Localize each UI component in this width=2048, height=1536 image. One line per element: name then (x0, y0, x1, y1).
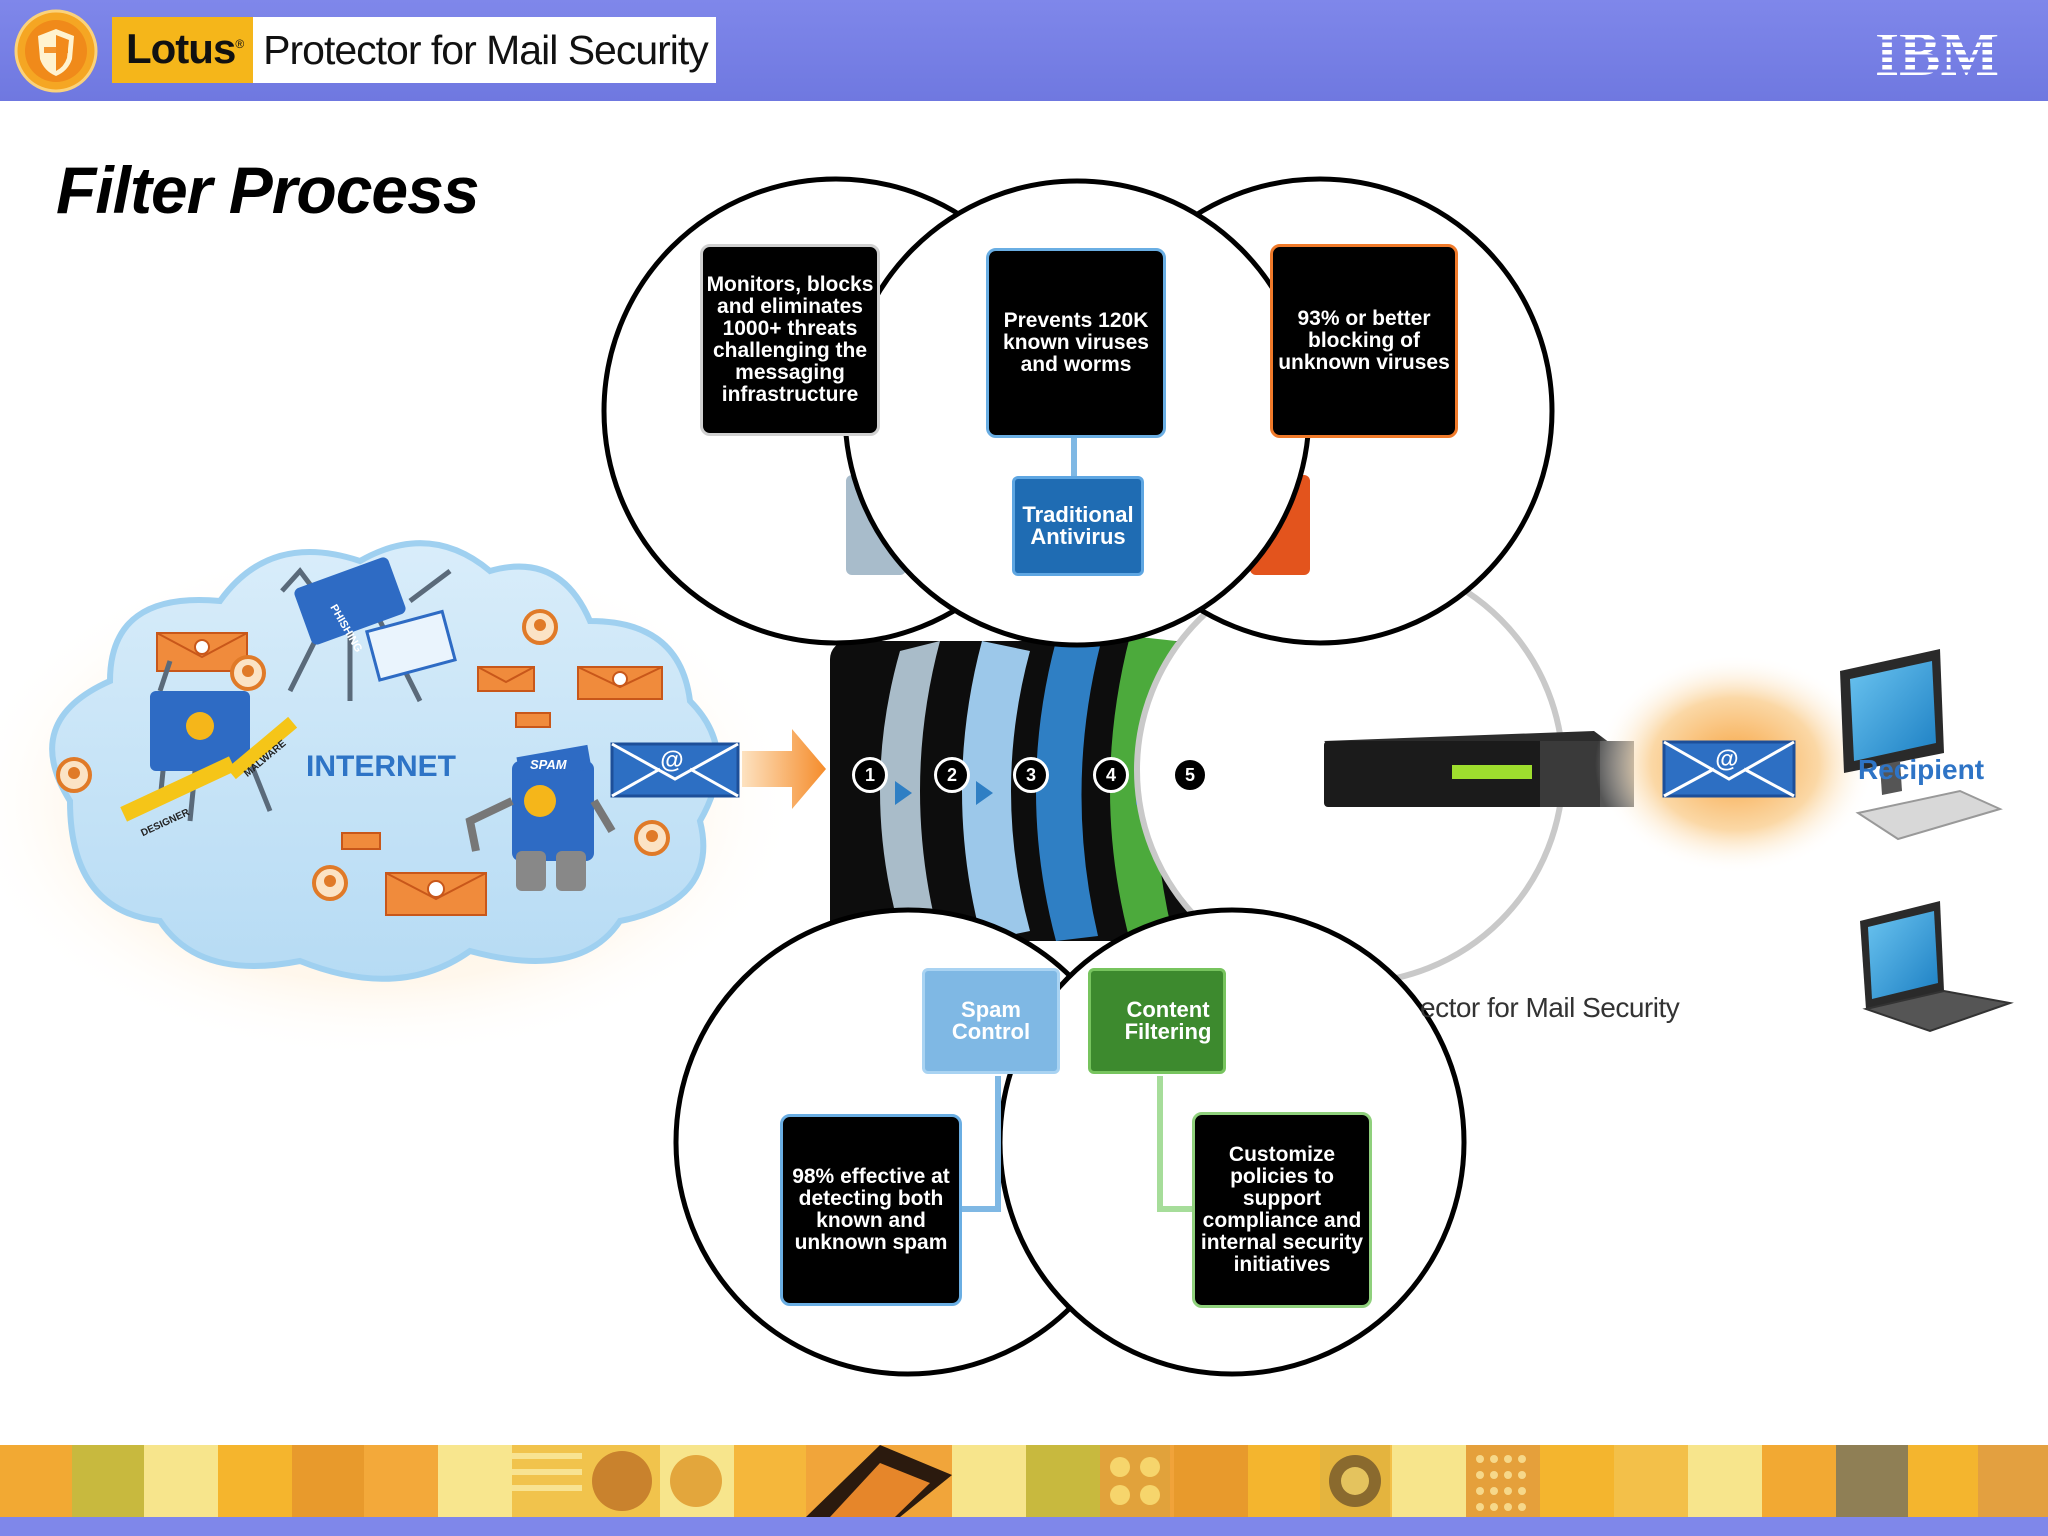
dots-pattern (1100, 1445, 1170, 1517)
step-number-2: 2 (934, 757, 970, 793)
step-number-3: 3 (1013, 757, 1049, 793)
svg-text:IBM: IBM (1875, 21, 1999, 80)
designer-malware-robot: DESIGNER MALWARE (120, 660, 298, 839)
envelope-icon (577, 666, 663, 700)
label-content-filtering-text: Content Filtering (1124, 997, 1212, 1044)
step-number-5: 5 (1172, 757, 1208, 793)
label-traditional-antivirus: Traditional Antivirus (1012, 476, 1144, 576)
svg-text:SPAM: SPAM (530, 757, 568, 772)
envelope-icon (156, 632, 248, 672)
product-brand: Lotus® Protector for Mail Security (112, 17, 716, 83)
envelope-icon (477, 666, 535, 692)
brand-lotus: Lotus® (112, 17, 254, 83)
page-title: Filter Process (56, 153, 480, 227)
warning-bulb-icon (312, 865, 348, 901)
envelope-icon: @ (1662, 740, 1796, 798)
appliance-caption: ector for Mail Security (1420, 992, 1680, 1023)
envelope-icon (364, 609, 457, 682)
callout-zero-hour: 93% or better blocking of unknown viruse… (1270, 244, 1458, 438)
connector-line (962, 1076, 1001, 1212)
connector-line (1157, 1076, 1192, 1212)
warning-bulb-icon (634, 820, 670, 856)
cloud-envelopes (156, 632, 663, 916)
recipient-label: Recipient (1858, 754, 1985, 785)
label-content-filtering: Content Filtering (1088, 968, 1226, 1074)
ibm-logo: IBM (1875, 21, 1999, 80)
desktop-computer-icon (1840, 649, 2003, 841)
laptop-computer-icon (1860, 901, 2014, 1033)
warning-bulb-icon (230, 655, 266, 691)
brand-product-name: Protector for Mail Security (253, 17, 716, 83)
flow-arrow-icon (742, 729, 826, 809)
threat-warning-icons (56, 609, 670, 901)
warning-bulb-icon (56, 757, 92, 793)
envelope-icon (385, 872, 487, 916)
callout-content-policies: Customize policies to support compliance… (1192, 1112, 1372, 1308)
warning-bulb-icon (522, 609, 558, 645)
footer-decoration (0, 1445, 2048, 1536)
step-number-1: 1 (852, 757, 888, 793)
grid-dots-pattern (1466, 1445, 1540, 1517)
envelope-icon (341, 832, 381, 850)
filter-band-2 (962, 641, 1030, 941)
callout-spam-detection: 98% effective at detecting both known an… (780, 1114, 962, 1306)
label-spam-control: Spam Control (922, 968, 1060, 1074)
callout-antivirus: Prevents 120K known viruses and worms (986, 248, 1166, 438)
envelope-icon: @ (610, 742, 740, 798)
svg-text:@: @ (660, 747, 683, 774)
callout-threat-monitoring: Monitors, blocks and eliminates 1000+ th… (700, 244, 880, 436)
svg-text:@: @ (1715, 746, 1738, 773)
lotus-shield-icon (14, 9, 98, 93)
phishing-robot: PHISHING (280, 557, 457, 703)
sunflower-pattern (512, 1445, 660, 1517)
internet-label: INTERNET (306, 750, 456, 783)
envelope-icon (515, 712, 551, 728)
filter-band-1 (880, 641, 940, 941)
spam-robot: SPAM (465, 744, 616, 891)
appliance-server (1324, 731, 1634, 807)
butterfly-pattern (806, 1445, 952, 1517)
step-number-4: 4 (1093, 757, 1129, 793)
seed-pattern (1320, 1445, 1390, 1517)
